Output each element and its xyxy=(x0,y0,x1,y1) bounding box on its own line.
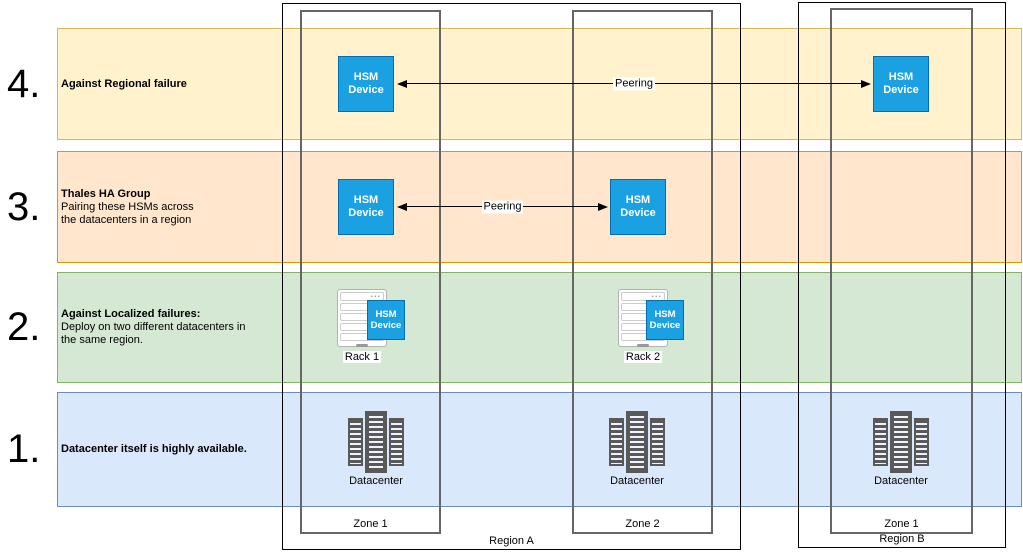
hsm-device-node-rack1: HSM Device xyxy=(367,300,405,340)
regional-peering-label: Peering xyxy=(613,77,655,91)
arrowhead-left-icon xyxy=(397,80,407,88)
region-a-zone-2-box: Zone 2 xyxy=(572,10,713,534)
arrowhead-left-icon xyxy=(397,203,407,211)
hsm-label-line1: HSM xyxy=(625,194,651,206)
datacenter-tower-icon xyxy=(348,418,363,466)
datacenter-label-zone1b: Datacenter xyxy=(874,475,928,487)
row-datacenter-title: Datacenter itself is highly available. xyxy=(61,443,247,455)
row-number-2: 2. xyxy=(7,305,41,349)
arrowhead-right-icon xyxy=(598,203,608,211)
hsm-device-node-regional-zone1a: HSM Device xyxy=(338,56,394,112)
zone-peering-arrow: Peering xyxy=(397,199,608,215)
hsm-label-line2: Device xyxy=(348,84,384,96)
hsm-device-node-regional-zone1b: HSM Device xyxy=(873,56,929,112)
datacenter-label-zone2a: Datacenter xyxy=(610,475,664,487)
region-b-zone-1-label: Zone 1 xyxy=(884,518,919,530)
hsm-label-line2: Device xyxy=(620,207,656,219)
region-a-zone-1-label: Zone 1 xyxy=(353,518,388,530)
regional-peering-arrow: Peering xyxy=(397,76,871,92)
region-a-zone-2-label: Zone 2 xyxy=(625,518,660,530)
row-ha-group-text: Thales HA Group Pairing these HSMs acros… xyxy=(61,188,1021,227)
row-number-1: 1. xyxy=(7,427,41,471)
rack-handle-icon xyxy=(637,344,649,347)
row-datacenter-text: Datacenter itself is highly available. xyxy=(61,443,1021,456)
rack-menu-dots-icon: ... xyxy=(370,289,381,299)
hsm-device-node-rack2: HSM Device xyxy=(646,300,684,340)
hsm-label-line1: HSM xyxy=(353,194,379,206)
row-regional-failure-title: Against Regional failure xyxy=(61,77,187,90)
hsm-label-line2: Device xyxy=(649,320,681,331)
datacenter-tower-icon xyxy=(365,411,387,473)
region-b-label: Region B xyxy=(879,533,925,545)
row-localized-failure-line2: the same region. xyxy=(61,334,143,346)
datacenter-tower-icon xyxy=(914,418,929,466)
hsm-label-line1: HSM xyxy=(654,309,676,320)
datacenter-icon-zone1a xyxy=(347,411,405,473)
row-localized-failure-text: Against Localized failures: Deploy on tw… xyxy=(61,308,1021,347)
datacenter-tower-icon xyxy=(389,418,404,466)
datacenter-tower-icon xyxy=(890,411,912,473)
region-a-zone-1-box: Zone 1 xyxy=(300,10,441,534)
row-number-4: 4. xyxy=(7,62,41,106)
rack-2-icon: ... xyxy=(618,289,668,347)
rack-menu-dots-icon: ... xyxy=(651,289,662,299)
rack-header: ... xyxy=(621,289,665,301)
row-ha-group-line1: Pairing these HSMs across xyxy=(61,200,194,213)
hsm-label-line2: Device xyxy=(883,84,919,96)
zone-peering-label: Peering xyxy=(481,200,524,214)
row-datacenter-band: Datacenter itself is highly available. xyxy=(57,392,1022,507)
row-ha-group-band: Thales HA Group Pairing these HSMs acros… xyxy=(57,151,1022,263)
arrowhead-right-icon xyxy=(861,80,871,88)
row-localized-failure-band: Against Localized failures: Deploy on tw… xyxy=(57,272,1022,383)
region-b-zone-1-box: Zone 1 xyxy=(830,8,973,534)
hsm-device-node-hagroup-zone1: HSM Device xyxy=(338,179,394,235)
rack-1-label: Rack 1 xyxy=(342,351,382,363)
row-localized-failure-line1: Deploy on two different datacenters in xyxy=(61,321,246,333)
row-number-3: 3. xyxy=(7,185,41,229)
rack-header: ... xyxy=(340,289,384,301)
datacenter-tower-icon xyxy=(650,418,665,466)
row-ha-group-title: Thales HA Group xyxy=(61,187,151,200)
hsm-label-line2: Device xyxy=(348,207,384,219)
hsm-label-line1: HSM xyxy=(888,71,914,83)
datacenter-tower-icon xyxy=(873,418,888,466)
row-regional-failure-text: Against Regional failure xyxy=(61,78,1021,91)
row-localized-failure-title: Against Localized failures: xyxy=(61,308,201,320)
datacenter-tower-icon xyxy=(609,418,624,466)
rack-2-label: Rack 2 xyxy=(623,351,663,363)
hsm-label-line1: HSM xyxy=(375,309,397,320)
datacenter-tower-icon xyxy=(626,411,648,473)
datacenter-icon-zone1b xyxy=(872,411,930,473)
region-a-label: Region A xyxy=(489,535,534,547)
row-ha-group-line2: the datacenters in a region xyxy=(61,213,192,226)
hsm-label-line1: HSM xyxy=(353,71,379,83)
hsm-device-node-hagroup-zone2: HSM Device xyxy=(610,179,666,235)
region-a-box: Region A xyxy=(282,3,741,550)
datacenter-label-zone1a: Datacenter xyxy=(349,475,403,487)
region-b-box: Region B xyxy=(798,2,1006,548)
datacenter-icon-zone2a xyxy=(608,411,666,473)
rack-handle-icon xyxy=(356,344,368,347)
hsm-label-line2: Device xyxy=(370,320,402,331)
